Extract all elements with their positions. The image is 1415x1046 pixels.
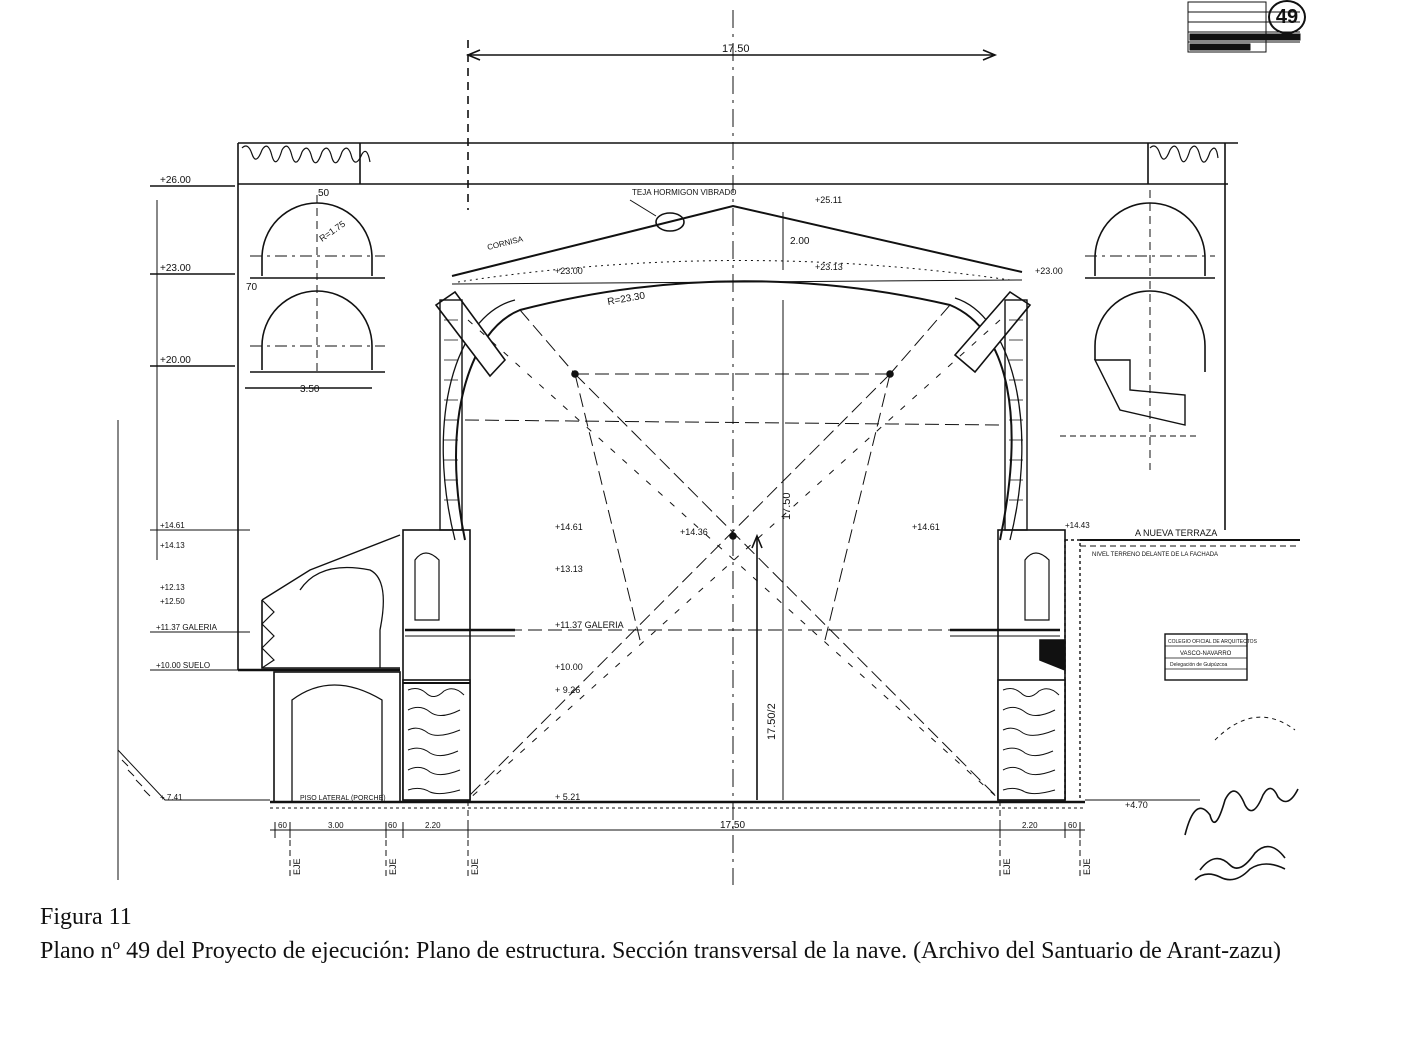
height-dimension: 17.50/2 17.50 bbox=[751, 300, 793, 800]
left-level-lines bbox=[150, 529, 250, 671]
figure-caption: Figura 11 Plano nº 49 del Proyecto de ej… bbox=[40, 900, 1385, 968]
level-bottom-left: + 7.41 bbox=[160, 793, 183, 802]
title-block bbox=[1187, 1, 1301, 53]
window-top-width-upper: 50 bbox=[318, 188, 330, 199]
left-arched-windows: 3.50 50 70 R=1.75 bbox=[245, 188, 385, 395]
level-windows-lower: +20.00 bbox=[160, 355, 191, 366]
level-windows-upper: +23.00 bbox=[160, 263, 191, 274]
bottom-seg-2: 3.00 bbox=[328, 821, 344, 830]
bottom-seg-6: 60 bbox=[1068, 821, 1077, 830]
bottom-seg-5: 2.20 bbox=[1022, 821, 1038, 830]
focus-point-left bbox=[571, 370, 579, 378]
right-wall: A NUEVA TERRAZA NIVEL TERRENO DELANTE DE… bbox=[997, 299, 1300, 803]
galleries bbox=[405, 628, 1060, 637]
terrace-label: A NUEVA TERRAZA bbox=[1135, 528, 1217, 538]
level-side-left: +14.61 bbox=[555, 522, 583, 532]
stamp-line-1: COLEGIO OFICIAL DE ARQUITECTOS bbox=[1168, 639, 1258, 645]
figure-description: Plano nº 49 del Proyecto de ejecución: P… bbox=[40, 938, 1282, 964]
level-gallery-left-b: +12.50 bbox=[160, 597, 185, 606]
roof-rise: 2.00 bbox=[790, 236, 810, 247]
right-arched-windows bbox=[1060, 190, 1215, 470]
level-10: +10.00 bbox=[555, 662, 583, 672]
eaves-right-level: +23.00 bbox=[1035, 266, 1063, 276]
terrace-note: NIVEL TERRENO DELANTE DE LA FACHADA bbox=[1092, 552, 1218, 558]
level-ground-left: +10.00 SUELO bbox=[156, 661, 210, 670]
bottom-seg-1: 60 bbox=[278, 821, 287, 830]
axis-markers bbox=[289, 800, 1081, 880]
ridge-level: +25.11 bbox=[815, 195, 842, 205]
ground-slope bbox=[117, 420, 270, 880]
bottom-seg-3: 60 bbox=[388, 821, 397, 830]
axis-label-2: EJE bbox=[388, 858, 398, 875]
level-right-side: +14.61 bbox=[912, 522, 940, 532]
top-span-dimension: 17.50 bbox=[465, 40, 998, 210]
level-gallery: +11.37 GALERIA bbox=[156, 623, 218, 632]
level-gallery-center: +11.37 GALERIA bbox=[555, 620, 624, 630]
level-floor: + 5.21 bbox=[555, 792, 580, 802]
level-9: + 9.26 bbox=[555, 685, 580, 695]
height-half-label: 17.50/2 bbox=[766, 703, 778, 740]
left-wall bbox=[402, 299, 471, 801]
stamp-line-3: Delegación de Guipúzcoa bbox=[1170, 662, 1227, 668]
center-point bbox=[729, 532, 737, 540]
axis-label-3: EJE bbox=[470, 858, 480, 875]
left-lower-levels: +14.61 +14.13 +12.13 +12.50 +11.37 GALER… bbox=[156, 521, 218, 802]
height-label: 17.50 bbox=[781, 492, 793, 520]
left-level-marks: +26.00 +23.00 +20.00 bbox=[150, 175, 235, 560]
architectural-section-drawing: 17.50 +26.00 +23.00 +20.00 3.50 5 bbox=[117, 1, 1301, 885]
focus-point-right bbox=[886, 370, 894, 378]
signatures bbox=[1184, 716, 1299, 881]
span-top-label: 17.50 bbox=[722, 43, 750, 55]
lateral-floor-label: PISO LATERAL (PORCHE) bbox=[300, 795, 386, 802]
level-side-left-a: +14.61 bbox=[160, 521, 185, 530]
level-gallery-upper: +13.13 bbox=[555, 564, 583, 574]
level-side-left-b: +14.13 bbox=[160, 541, 185, 550]
window-radius-label: R=1.75 bbox=[317, 219, 347, 244]
level-gallery-left-a: +12.13 bbox=[160, 583, 185, 592]
facade-outline bbox=[237, 142, 1238, 670]
level-center: +14.36 bbox=[680, 527, 708, 537]
window-side-upper: 70 bbox=[246, 282, 258, 293]
right-edge-level: +14.43 bbox=[1065, 521, 1090, 530]
roof-note: CORNISA bbox=[486, 234, 524, 252]
level-top: +26.00 bbox=[160, 175, 191, 186]
axis-label-1: EJE bbox=[292, 858, 302, 875]
window-width-label: 3.50 bbox=[300, 384, 320, 395]
span-bottom-label: 17.50 bbox=[720, 820, 745, 831]
construction-lines bbox=[464, 304, 1001, 801]
bottom-seg-4: 2.20 bbox=[425, 821, 441, 830]
springing-level: +23.13 bbox=[815, 262, 843, 272]
axis-label-5: EJE bbox=[1082, 858, 1092, 875]
ridge-note: TEJA HORMIGON VIBRADO bbox=[632, 188, 736, 197]
axis-labels: EJE EJE EJE EJE EJE bbox=[292, 858, 1092, 875]
arch-radius: R=23.30 bbox=[607, 290, 647, 308]
axis-label-4: EJE bbox=[1002, 858, 1012, 875]
roof: TEJA HORMIGON VIBRADO CORNISA +25.11 2.0… bbox=[451, 188, 1063, 285]
eaves-left-level: +23.00 bbox=[555, 266, 583, 276]
official-stamp: COLEGIO OFICIAL DE ARQUITECTOS VASCO-NAV… bbox=[1164, 633, 1258, 681]
figure-label: Figura 11 bbox=[40, 904, 132, 930]
stamp-line-2: VASCO-NAVARRO bbox=[1180, 651, 1232, 657]
nave-levels: +14.61 +14.36 +14.61 +13.13 +11.37 GALER… bbox=[555, 522, 940, 802]
bottom-dimensions: 17.50 60 3.00 60 2.20 2.20 60 bbox=[270, 820, 1085, 838]
level-bottom-right: +4.70 bbox=[1125, 800, 1148, 810]
floor: +4.70 bbox=[270, 799, 1200, 810]
left-aisle: PISO LATERAL (PORCHE) bbox=[238, 534, 401, 803]
